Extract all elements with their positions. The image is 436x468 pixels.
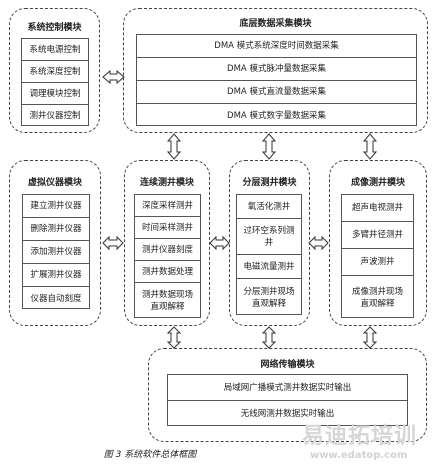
layered-logging-item: 分层测井现场直观解释 <box>243 286 295 309</box>
imaging-logging-item: 多臂井径测井 <box>342 222 413 249</box>
system-control-item: 系统深度控制 <box>22 61 88 83</box>
arrow-layered-network <box>261 326 277 349</box>
network-transmission-title: 网络传输模块 <box>260 360 315 370</box>
bottom-acquisition-title: 底层数据采集模块 <box>239 19 312 29</box>
arrow-layered-imaging <box>308 235 329 251</box>
watermark-url: www.edatop.com <box>310 450 408 461</box>
arrow-control-acquisition <box>102 69 125 85</box>
virtual-instrument-item: 删除测井仪器 <box>23 218 89 241</box>
network-transmission-list: 局域网广播模式测井数据实时输出 无线网测井数据实时输出 <box>167 374 408 426</box>
imaging-logging-item: 声波测井 <box>342 249 413 276</box>
continuous-logging-item: 测井仪器刻度 <box>135 239 200 261</box>
continuous-logging-item: 时间采样测井 <box>135 217 200 239</box>
virtual-instrument-item: 添加测井仪器 <box>23 241 89 264</box>
imaging-logging-item: 成像测井现场直观解释 <box>351 286 403 309</box>
imaging-logging-module: 成像测井模块 超声电视测井 多臂井径测井 声波测井 成像测井现场直观解释 <box>329 160 427 326</box>
network-item: 局域网广播模式测井数据实时输出 <box>168 375 407 401</box>
virtual-instrument-title: 虚拟仪器模块 <box>27 178 82 188</box>
acquisition-item: DMA 模式数字量数据采集 <box>227 110 326 121</box>
acquisition-item: DMA 模式直流量数据采集 <box>137 81 416 104</box>
system-control-title: 系统控制模块 <box>27 23 82 33</box>
layered-logging-module: 分层测井模块 氧活化测井 过环空系列测井 电磁流量测井 分层测井现场直观解释 <box>229 160 310 326</box>
layered-logging-item: 过环空系列测井 <box>237 219 301 255</box>
system-control-item: 测井仪器控制 <box>29 111 81 121</box>
arrow-virtual-continuous <box>102 235 124 251</box>
network-item: 无线网测井数据实时输出 <box>240 409 335 419</box>
virtual-instrument-module: 虚拟仪器模块 建立测井仪器 删除测井仪器 添加测井仪器 扩展测井仪器 仪器自动刻… <box>9 160 101 326</box>
virtual-instrument-item: 仪器自动刻度 <box>30 293 82 304</box>
bottom-acquisition-module: 底层数据采集模块 DMA 模式系统深度时间数据采集 DMA 模式脉冲量数据采集 … <box>123 8 428 133</box>
layered-logging-title: 分层测井模块 <box>242 178 297 188</box>
imaging-logging-item: 超声电视测井 <box>342 195 413 222</box>
system-control-module: 系统控制模块 系统电源控制 系统深度控制 调理模块控制 测井仪器控制 <box>9 8 100 133</box>
arrow-acquisition-imaging <box>362 133 378 160</box>
arrow-acquisition-continuous <box>166 133 182 160</box>
continuous-logging-item: 测井数据现场直观解释 <box>141 290 193 312</box>
arrow-acquisition-layered <box>261 133 277 160</box>
watermark-brand: 易迪拓培训 <box>302 424 418 449</box>
system-control-list: 系统电源控制 系统深度控制 调理模块控制 测井仪器控制 <box>21 38 89 126</box>
arrow-imaging-network <box>362 326 378 349</box>
layered-logging-list: 氧活化测井 过环空系列测井 电磁流量测井 分层测井现场直观解释 <box>236 194 302 315</box>
acquisition-item: DMA 模式系统深度时间数据采集 <box>137 35 416 58</box>
continuous-logging-item: 深度采样测井 <box>135 195 200 217</box>
continuous-logging-module: 连续测井模块 深度采样测井 时间采样测井 测井仪器刻度 测井数据处理 测井数据现… <box>124 160 210 326</box>
imaging-logging-title: 成像测井模块 <box>350 178 405 188</box>
continuous-logging-list: 深度采样测井 时间采样测井 测井仪器刻度 测井数据处理 测井数据现场直观解释 <box>134 194 201 318</box>
layered-logging-item: 氧活化测井 <box>237 195 301 219</box>
imaging-logging-list: 超声电视测井 多臂井径测井 声波测井 成像测井现场直观解释 <box>341 194 414 318</box>
system-control-item: 调理模块控制 <box>22 83 88 105</box>
continuous-logging-item: 测井数据处理 <box>135 261 200 283</box>
network-transmission-module: 网络传输模块 局域网广播模式测井数据实时输出 无线网测井数据实时输出 <box>148 348 427 442</box>
bottom-acquisition-list: DMA 模式系统深度时间数据采集 DMA 模式脉冲量数据采集 DMA 模式直流量… <box>136 34 417 126</box>
virtual-instrument-item: 建立测井仪器 <box>23 195 89 218</box>
arrow-continuous-layered <box>209 235 230 251</box>
virtual-instrument-list: 建立测井仪器 删除测井仪器 添加测井仪器 扩展测井仪器 仪器自动刻度 <box>22 194 90 309</box>
acquisition-item: DMA 模式脉冲量数据采集 <box>137 58 416 81</box>
system-control-item: 系统电源控制 <box>22 39 88 61</box>
layered-logging-item: 电磁流量测井 <box>237 255 301 279</box>
arrow-continuous-network <box>166 326 182 349</box>
figure-caption: 图 3 系统软件总体框图 <box>103 450 197 460</box>
virtual-instrument-item: 扩展测井仪器 <box>23 264 89 287</box>
continuous-logging-title: 连续测井模块 <box>139 178 194 188</box>
